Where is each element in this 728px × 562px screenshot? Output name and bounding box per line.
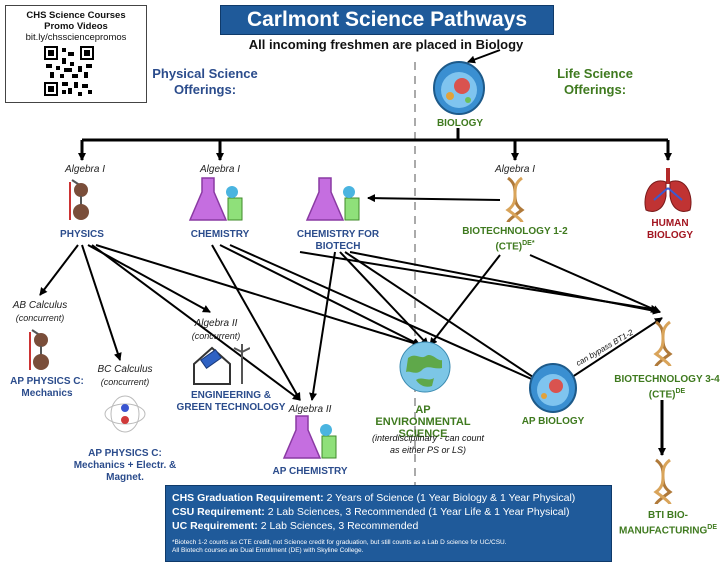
ap-physics-c-em-node[interactable]: AP PHYSICS C: Mechanics + Electr. & Magn… <box>73 448 177 483</box>
qr-line1: CHS Science Courses <box>26 10 126 21</box>
page-title: Carlmont Science Pathways <box>220 5 554 35</box>
lungs-icon <box>644 168 692 212</box>
human-biology-node[interactable]: HUMAN BIOLOGY <box>646 218 694 241</box>
flask-icon <box>282 415 337 459</box>
ap-env-node[interactable]: AP ENVIRONMENTAL SCIENCE <box>368 404 478 440</box>
csu-req-value: 2 Lab Sciences, 3 Recommended (1 Year Li… <box>267 506 570 518</box>
dna-icon <box>653 320 673 367</box>
chem-biotech-node[interactable]: CHEMISTRY FOR BIOTECH <box>296 229 380 252</box>
bti-node[interactable]: BTI BIO- MANUFACTURINGDE <box>612 510 724 537</box>
ap-chemistry-node[interactable]: AP CHEMISTRY <box>272 466 348 477</box>
footnote-1: *Biotech 1-2 counts as CTE credit, not S… <box>172 539 507 546</box>
qr-line2: Promo Videos <box>44 21 108 32</box>
magnetic-field-icon <box>104 395 146 433</box>
ab-calc-note: (concurrent) <box>15 313 65 323</box>
biotech12-sup: DE* <box>522 240 535 247</box>
requirements-box: CHS Graduation Requirement: 2 Years of S… <box>165 485 612 562</box>
qr-code-icon[interactable] <box>44 46 94 96</box>
bti-line2: MANUFACTURING <box>618 525 708 537</box>
physics-prereq: Algebra I <box>64 164 106 175</box>
biotech34-label: BIOTECHNOLOGY 3-4 (CTE) <box>614 374 720 401</box>
csu-req-label: CSU Requirement: <box>172 506 265 518</box>
ap-env-line2: SCIENCE <box>398 428 448 440</box>
ab-calc-prereq: AB Calculus <box>12 300 68 311</box>
ap-chem-prereq: Algebra II <box>288 404 332 415</box>
biotech12-label: BIOTECHNOLOGY 1-2 (CTE) <box>462 226 568 253</box>
ap-env-note: (interdisciplinary - can count as either… <box>371 433 485 455</box>
bc-calc-prereq: BC Calculus <box>97 364 153 375</box>
biotech12-node[interactable]: BIOTECHNOLOGY 1-2 (CTE)DE* <box>460 226 570 253</box>
bti-line1: BTI BIO- <box>648 510 688 521</box>
bti-sup: DE <box>707 524 718 531</box>
ap-env-line1: AP ENVIRONMENTAL <box>375 404 471 428</box>
ap-physics-c-mech-node[interactable]: AP PHYSICS C: Mechanics <box>10 376 84 399</box>
uc-req-label: UC Requirement: <box>172 520 258 532</box>
footnote-2: All Biotech courses are Dual Enrollment … <box>172 547 364 554</box>
eng-prereq: Algebra II <box>194 318 238 329</box>
eng-prereq-note: (concurrent) <box>191 331 241 341</box>
flask-icon <box>305 177 360 221</box>
dna-icon <box>505 176 525 223</box>
chemistry-node[interactable]: CHEMISTRY <box>190 229 250 240</box>
pendulum-icon <box>69 179 89 220</box>
chs-req-label: CHS Graduation Requirement: <box>172 492 324 504</box>
subtitle: All incoming freshmen are placed in Biol… <box>248 37 524 52</box>
bc-calc-note: (concurrent) <box>100 377 150 387</box>
globe-icon <box>399 341 451 393</box>
chs-req-value: 2 Years of Science (1 Year Biology & 1 Y… <box>326 492 576 504</box>
engineering-node[interactable]: ENGINEERING & GREEN TECHNOLOGY <box>176 390 286 413</box>
biology-node[interactable]: BIOLOGY <box>436 118 484 129</box>
dna-icon <box>653 458 673 505</box>
cell-icon <box>529 363 577 413</box>
qr-link[interactable]: bit.ly/chssciencepromos <box>25 32 127 43</box>
qr-promo-box[interactable]: CHS Science Courses Promo Videos bit.ly/… <box>5 5 147 103</box>
cell-icon <box>433 61 485 115</box>
uc-req-value: 2 Lab Sciences, 3 Recommended <box>260 520 419 532</box>
biotech34-node[interactable]: BIOTECHNOLOGY 3-4 (CTE)DE <box>612 374 722 401</box>
life-science-header: Life Science Offerings: <box>557 66 633 97</box>
biotech12-prereq: Algebra I <box>494 164 536 175</box>
physical-science-header: Physical Science Offerings: <box>152 66 258 97</box>
solar-house-icon <box>193 344 250 385</box>
ap-biology-node[interactable]: AP BIOLOGY <box>521 416 585 427</box>
biotech34-sup: DE <box>675 388 686 395</box>
physics-node[interactable]: PHYSICS <box>60 229 104 240</box>
pendulum-icon <box>29 329 49 370</box>
chemistry-prereq: Algebra I <box>199 164 241 175</box>
flask-icon <box>188 177 243 221</box>
